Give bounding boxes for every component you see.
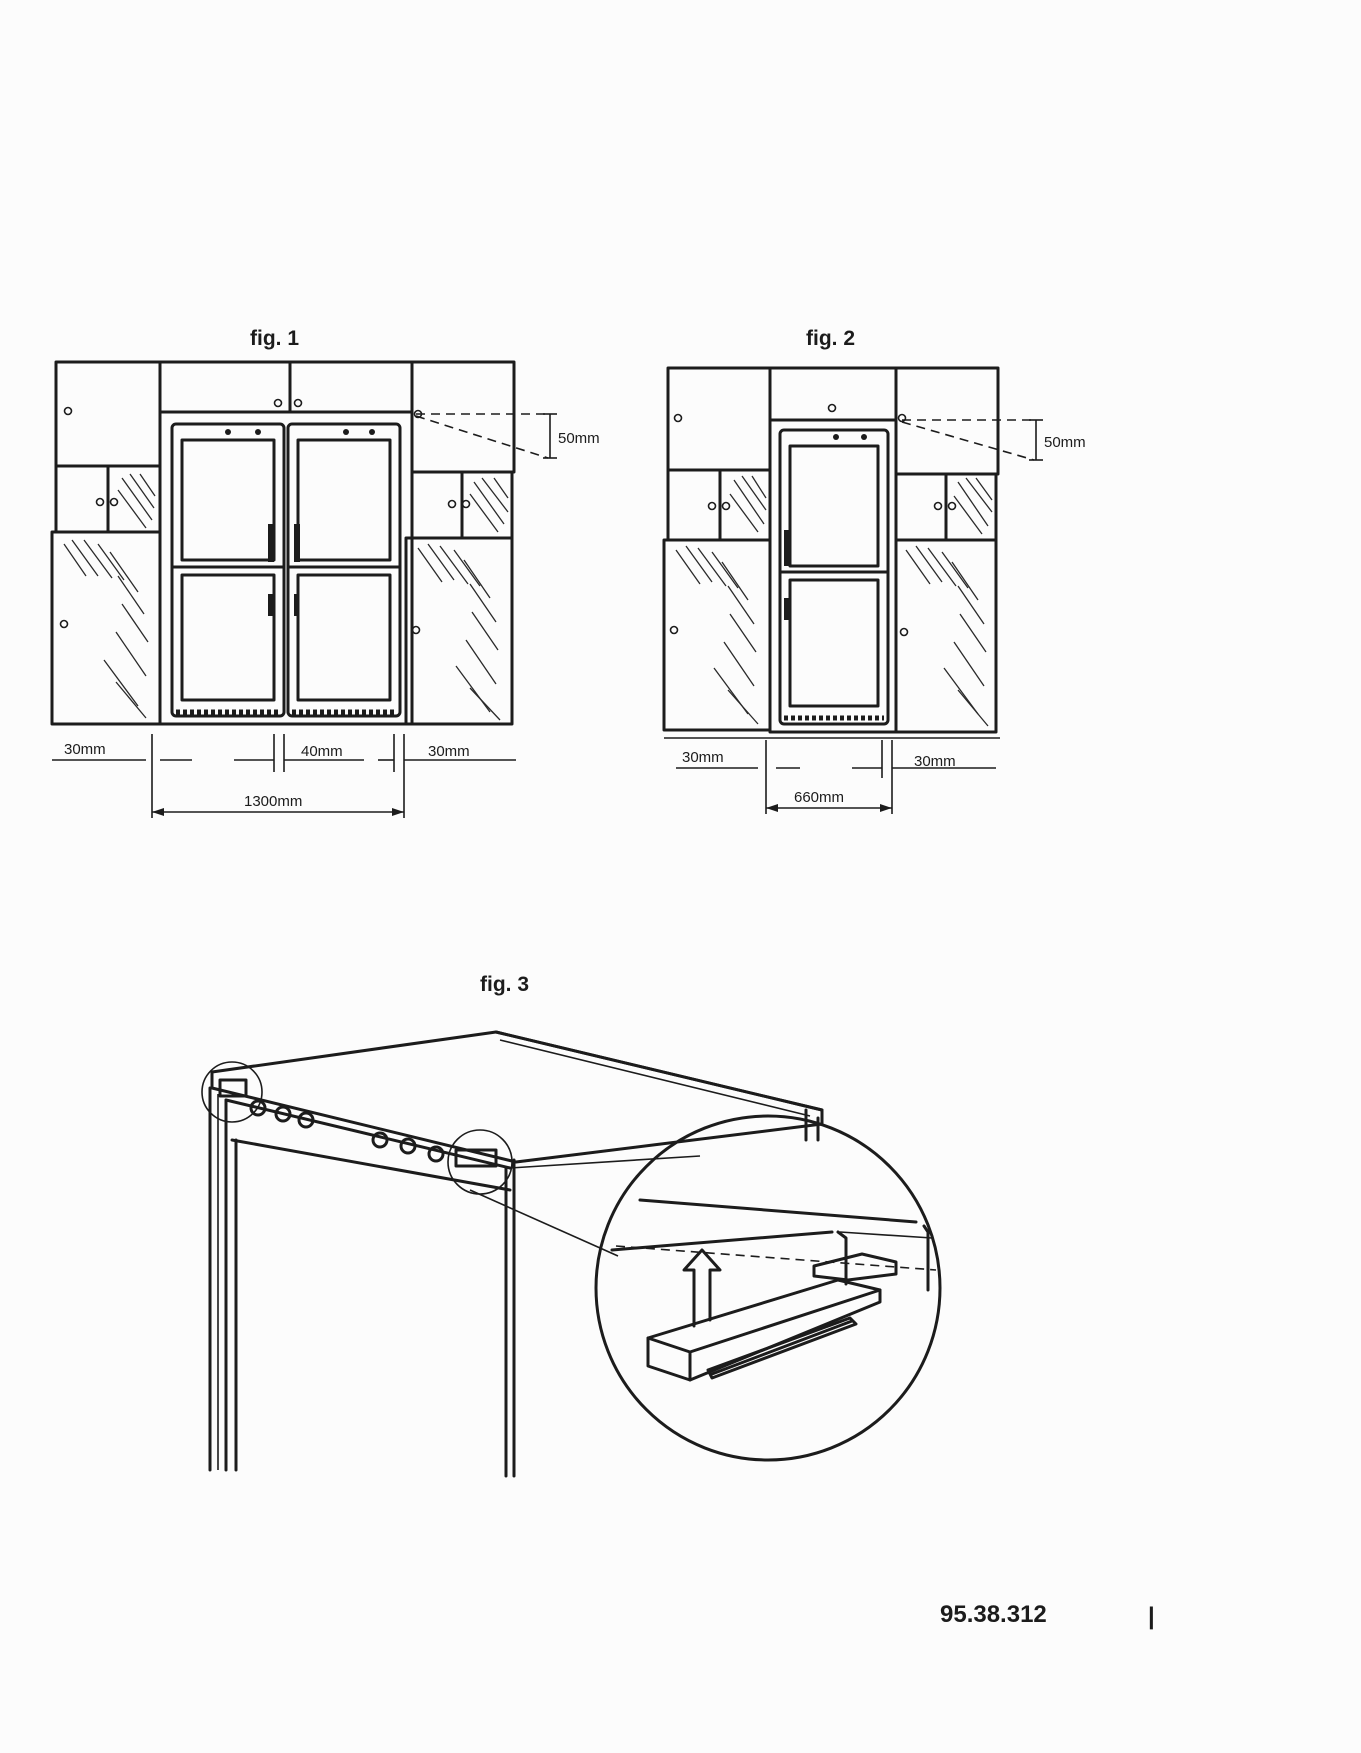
fig1-gap-left-label: 30mm — [64, 741, 106, 758]
fig2-drawing: fig. 2 — [664, 327, 1086, 814]
fig2-overall-width-label: 660mm — [794, 789, 844, 806]
fig1-top-cabinet — [160, 362, 412, 724]
fig3-title: fig. 3 — [480, 973, 529, 996]
fig1-appliance-left — [172, 424, 284, 716]
fig2-dimensions: 50mm 30mm 30mm 660mm — [664, 420, 1086, 814]
fig1-appliance-right — [288, 424, 400, 716]
fig1-gap-middle-label: 40mm — [301, 743, 343, 760]
fig2-appliance — [780, 430, 888, 724]
fig2-gap-right-label: 30mm — [914, 753, 956, 770]
fig2-gap-left-label: 30mm — [682, 749, 724, 766]
fig2-right-cabinet — [896, 368, 998, 732]
fig1-overall-width-label: 1300mm — [244, 793, 302, 810]
fig1-drawing: fig. 1 — [52, 327, 600, 818]
fig1-right-cabinet — [406, 362, 514, 724]
fig3-detail-magnified — [596, 1116, 940, 1460]
page-mark: | — [1148, 1603, 1155, 1630]
fig1-left-cabinet — [52, 362, 160, 724]
document-code: 95.38.312 — [940, 1601, 1047, 1628]
fig2-gap-top-label: 50mm — [1044, 434, 1086, 451]
fig2-title: fig. 2 — [806, 327, 855, 350]
fig2-left-cabinet — [664, 368, 770, 730]
fig1-title: fig. 1 — [250, 327, 299, 350]
fig1-dimensions: 50mm 30mm 40mm 30mm 1300mm — [52, 414, 600, 818]
fig1-gap-top-label: 50mm — [558, 430, 600, 447]
fig3-drawing: fig. 3 — [202, 973, 940, 1476]
fig1-gap-right-label: 30mm — [428, 743, 470, 760]
